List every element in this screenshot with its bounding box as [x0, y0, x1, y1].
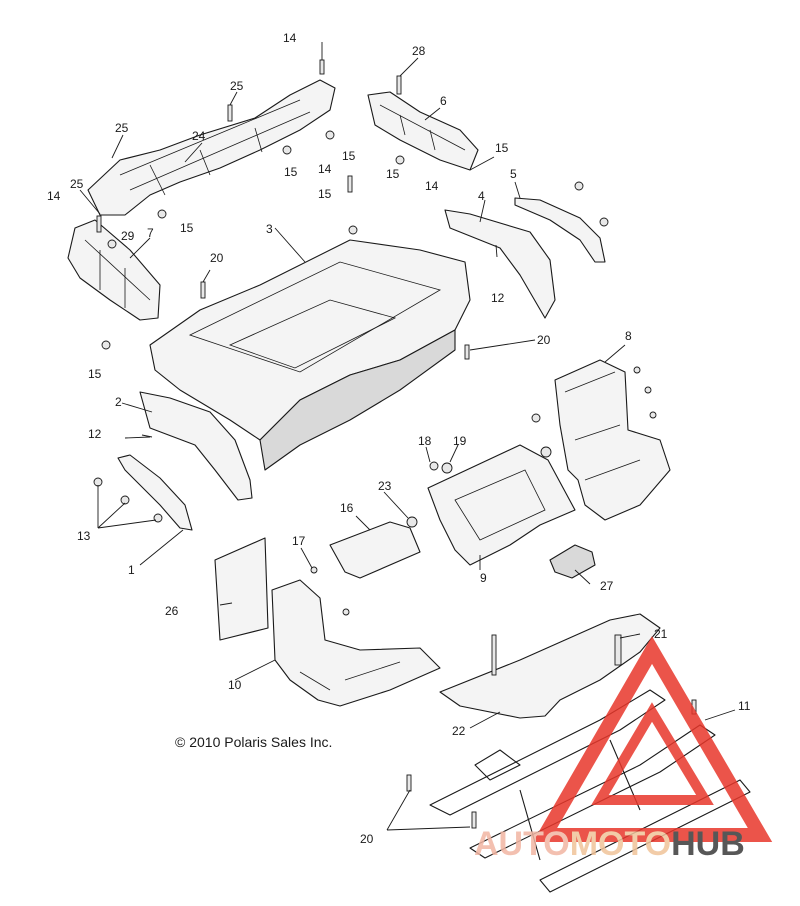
callout-3: 3	[266, 222, 273, 236]
callout-20: 20	[210, 251, 224, 265]
callout-7: 7	[147, 226, 154, 240]
callout-1: 1	[128, 563, 135, 577]
part-4-right-side-panel	[444, 209, 556, 319]
callout-25: 25	[230, 79, 244, 93]
watermark-text-hub: HUB	[671, 825, 745, 863]
callout-26: 26	[165, 604, 179, 618]
part-2-left-side-panel	[139, 391, 253, 501]
part-27-latch	[549, 544, 596, 579]
callout-6: 6	[440, 94, 447, 108]
callout-19: 19	[453, 434, 467, 448]
part-22-bed-plate	[439, 613, 661, 719]
callout-27: 27	[600, 579, 614, 593]
watermark-text-moto: MOTO	[570, 825, 671, 863]
callout-13: 13	[77, 529, 91, 543]
callout-14: 14	[425, 179, 439, 193]
svg-text:AUTOMOTOHUB: AUTOMOTOHUB	[474, 825, 745, 863]
part-11-frame	[429, 689, 751, 893]
copyright-notice: © 2010 Polaris Sales Inc.	[175, 734, 332, 750]
callout-17: 17	[292, 534, 306, 548]
callout-15: 15	[386, 167, 400, 181]
callout-20: 20	[360, 832, 374, 846]
callout-15: 15	[88, 367, 102, 381]
part-9-tray	[427, 444, 576, 566]
part-6-right-bracket	[367, 91, 479, 171]
part-8-storage-bin	[554, 359, 671, 521]
callout-25: 25	[70, 177, 84, 191]
watermark-triangle-inner	[591, 702, 714, 805]
callout-23: 23	[378, 479, 392, 493]
part-7-left-bracket	[67, 219, 161, 321]
callout-21: 21	[654, 627, 668, 641]
callout-22: 22	[452, 724, 466, 738]
callout-16: 16	[340, 501, 354, 515]
watermark-text-auto: AUTO	[474, 825, 570, 863]
callout-24: 24	[192, 129, 206, 143]
part-1-left-trim	[117, 454, 193, 531]
callout-14: 14	[283, 31, 297, 45]
callout-8: 8	[625, 329, 632, 343]
part-26-sheet	[214, 537, 269, 641]
part-5-right-trim	[514, 197, 606, 263]
callout-15: 15	[342, 149, 356, 163]
callout-12: 12	[491, 291, 505, 305]
callout-14: 14	[318, 162, 332, 176]
callout-18: 18	[418, 434, 432, 448]
callout-15: 15	[495, 141, 509, 155]
automotohub-watermark-logo: AUTOMOTOHUB	[474, 636, 773, 863]
part-24-rack-crossbar	[87, 79, 336, 216]
callout-10: 10	[228, 678, 242, 692]
leader-lines	[79, 42, 736, 831]
callout-12: 12	[88, 427, 102, 441]
watermark-triangle-outer	[532, 636, 773, 842]
part-3-cargo-box	[149, 239, 471, 471]
callout-9: 9	[480, 571, 487, 585]
callout-11: 11	[738, 699, 751, 713]
callout-25: 25	[115, 121, 129, 135]
hardware-fasteners	[93, 59, 697, 829]
part-10-floor-pan	[271, 579, 441, 707]
callout-2: 2	[115, 395, 122, 409]
callout-15: 15	[180, 221, 194, 235]
callout-4: 4	[478, 189, 485, 203]
callout-5: 5	[510, 167, 517, 181]
callout-20: 20	[537, 333, 551, 347]
part-16-pad	[329, 521, 421, 579]
callout-29: 29	[121, 229, 135, 243]
callout-labels: 14 28 25 6 25 24 15 15 14 15 15 5 25 14 …	[47, 31, 751, 846]
callout-14: 14	[47, 189, 61, 203]
callout-28: 28	[412, 44, 426, 58]
callout-15: 15	[284, 165, 298, 179]
callout-15: 15	[318, 187, 332, 201]
